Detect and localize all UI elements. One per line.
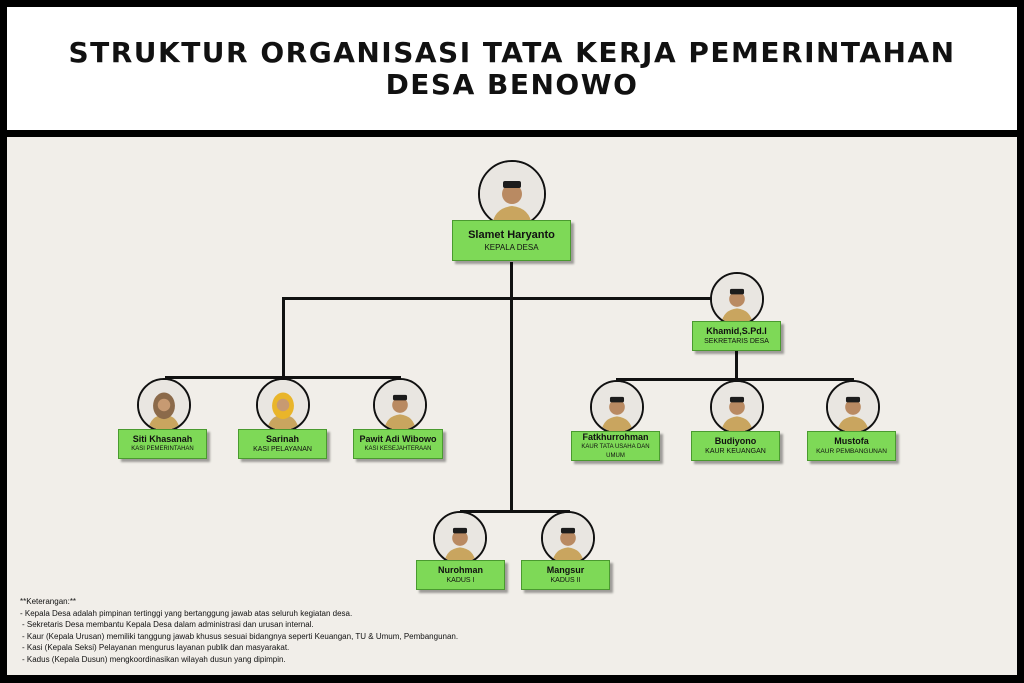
man-peci-photo-icon: [710, 272, 764, 326]
card-name: Khamid,S.Pd.I: [706, 326, 767, 336]
card-kasi-pelayanan: Sarinah KASI PELAYANAN: [238, 429, 327, 459]
connector-kadus-horizontal: [460, 510, 570, 513]
card-name: Fatkhurrohman: [582, 431, 649, 442]
card-kasi-pemerintahan: Siti Khasanah KASI PEMERINTAHAN: [118, 429, 207, 459]
man-peci-photo-icon: [541, 511, 595, 565]
card-kasi-kesejahteraan: Pawit Adi Wibowo KASI KESEJAHTERAAN: [353, 429, 443, 459]
notes-line: - Sekretaris Desa membantu Kepala Desa d…: [22, 620, 314, 629]
man-peci-photo-icon: [826, 380, 880, 434]
card-role: KASI PEMERINTAHAN: [131, 446, 194, 452]
man-peci-photo-icon: [710, 380, 764, 434]
man-peci-photo-icon: [373, 378, 427, 432]
legend-notes: **Keterangan:** - Kepala Desa adalah pim…: [20, 596, 458, 665]
connector-sekdes-vertical: [735, 350, 738, 380]
notes-line: - Kadus (Kepala Dusun) mengkoordinasikan…: [22, 654, 286, 664]
card-role: KADUS I: [446, 577, 475, 584]
card-kepala-desa: Slamet Haryanto KEPALA DESA: [452, 220, 571, 261]
card-role: KASI KESEJAHTERAAN: [364, 446, 432, 452]
notes-heading: **Keterangan:**: [20, 597, 77, 606]
card-name: Slamet Haryanto: [468, 229, 555, 241]
connector-main-horizontal: [282, 297, 714, 300]
woman-hijab-photo-icon: [137, 378, 191, 432]
card-name: Nurohman: [438, 565, 483, 575]
card-name: Sarinah: [265, 434, 299, 444]
card-role: KAUR KEUANGAN: [705, 448, 766, 455]
card-kaur-keuangan: Budiyono KAUR KEUANGAN: [691, 431, 780, 461]
card-role: KADUS II: [550, 577, 581, 584]
connector-kepala-vertical: [510, 262, 513, 512]
man-peci-photo-icon: [590, 380, 644, 434]
card-role: KASI PELAYANAN: [253, 446, 312, 453]
connector-kaur-horizontal: [616, 378, 854, 381]
woman-hijab-photo-icon: [256, 378, 310, 432]
notes-line: - Kaur (Kepala Urusan) memiliki tanggung…: [22, 631, 459, 641]
card-sekretaris-desa: Khamid,S.Pd.I SEKRETARIS DESA: [692, 321, 781, 351]
notes-line: - Kepala Desa adalah pimpinan tertinggi …: [20, 608, 353, 618]
card-role: SEKRETARIS DESA: [704, 338, 769, 345]
card-kadus-1: Nurohman KADUS I: [416, 560, 505, 590]
card-name: Siti Khasanah: [132, 434, 193, 444]
card-role: KEPALA DESA: [484, 243, 539, 252]
card-name: Budiyono: [714, 436, 757, 446]
man-peci-photo-icon: [433, 511, 487, 565]
card-role: KAUR PEMBANGUNAN: [816, 448, 887, 455]
card-kaur-tata-usaha: Fatkhurrohman KAUR TATA USAHA DAN UMUM: [571, 431, 660, 461]
man-peci-photo-icon: [478, 160, 546, 228]
page-title-line-2: DESA BENOWO: [385, 67, 639, 101]
card-role: KAUR TATA USAHA DAN UMUM: [581, 443, 650, 459]
card-kadus-2: Mangsur KADUS II: [521, 560, 610, 590]
page-title-line-1: STRUKTUR ORGANISASI TATA KERJA PEMERINTA…: [68, 35, 956, 69]
card-kaur-pembangunan: Mustofa KAUR PEMBANGUNAN: [807, 431, 896, 461]
notes-line: - Kasi (Kepala Seksi) Pelayanan mengurus…: [22, 643, 290, 652]
connector-kasi-horizontal: [165, 376, 401, 379]
connector-kasi-vertical: [282, 297, 285, 378]
card-name: Mustofa: [834, 436, 869, 446]
card-name: Pawit Adi Wibowo: [359, 434, 437, 444]
title-banner: STRUKTUR ORGANISASI TATA KERJA PEMERINTA…: [7, 7, 1017, 130]
card-name: Mangsur: [546, 565, 585, 575]
